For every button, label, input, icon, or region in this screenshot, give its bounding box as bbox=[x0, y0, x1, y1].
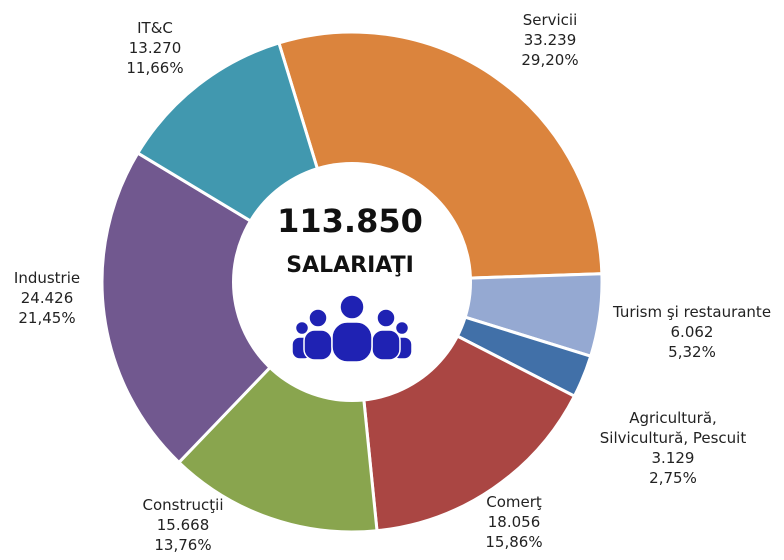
person-body-3 bbox=[371, 329, 401, 361]
center-unit: SALARIAŢI bbox=[286, 253, 414, 278]
label-servicii-name: Servicii bbox=[522, 11, 578, 29]
label-agricultura-value: 3.129 bbox=[651, 449, 695, 467]
label-industrie-value: 24.426 bbox=[20, 289, 74, 307]
label-industrie-name: Industrie bbox=[13, 269, 81, 287]
label-agricultura-percent: 2,75% bbox=[649, 469, 697, 487]
label-turism-name: Turism şi restaurante bbox=[612, 303, 772, 321]
label-servicii-value: 33.239 bbox=[523, 31, 577, 49]
label-turism-value: 6.062 bbox=[670, 323, 714, 341]
label-constructii: Construcţii 15.668 13,76% bbox=[123, 495, 243, 555]
label-itc: IT&C 13.270 11,66% bbox=[100, 18, 210, 78]
label-servicii-percent: 29,20% bbox=[521, 51, 579, 69]
person-body-4 bbox=[331, 321, 373, 363]
label-turism: Turism şi restaurante 6.062 5,32% bbox=[600, 302, 784, 362]
person-head-2 bbox=[308, 308, 328, 328]
center-total: 113.850 bbox=[277, 202, 423, 240]
person-body-2 bbox=[303, 329, 333, 361]
label-turism-percent: 5,32% bbox=[668, 343, 716, 361]
people-group-icon bbox=[291, 294, 413, 363]
label-itc-name: IT&C bbox=[137, 19, 173, 37]
label-constructii-percent: 13,76% bbox=[154, 536, 212, 554]
label-itc-percent: 11,66% bbox=[126, 59, 184, 77]
person-head-0 bbox=[294, 320, 310, 336]
label-industrie-percent: 21,45% bbox=[18, 309, 76, 327]
label-agricultura: Agricultură, Silvicultură, Pescuit 3.129… bbox=[578, 408, 768, 488]
label-comert-name: Comerţ bbox=[486, 493, 542, 511]
donut-slices bbox=[100, 30, 604, 534]
label-comert-percent: 15,86% bbox=[485, 533, 543, 551]
label-agricultura-name-2: Silvicultură, Pescuit bbox=[599, 429, 747, 447]
label-comert-value: 18.056 bbox=[487, 513, 541, 531]
person-head-4 bbox=[339, 294, 365, 320]
label-comert: Comerţ 18.056 15,86% bbox=[459, 492, 569, 552]
label-agricultura-name-1: Agricultură, bbox=[629, 409, 717, 427]
person-head-1 bbox=[394, 320, 410, 336]
person-head-3 bbox=[376, 308, 396, 328]
donut-hole bbox=[232, 162, 472, 402]
label-industrie: Industrie 24.426 21,45% bbox=[4, 268, 90, 328]
label-servicii: Servicii 33.239 29,20% bbox=[495, 10, 605, 70]
label-constructii-value: 15.668 bbox=[156, 516, 210, 534]
label-constructii-name: Construcţii bbox=[142, 496, 224, 514]
label-itc-value: 13.270 bbox=[128, 39, 182, 57]
